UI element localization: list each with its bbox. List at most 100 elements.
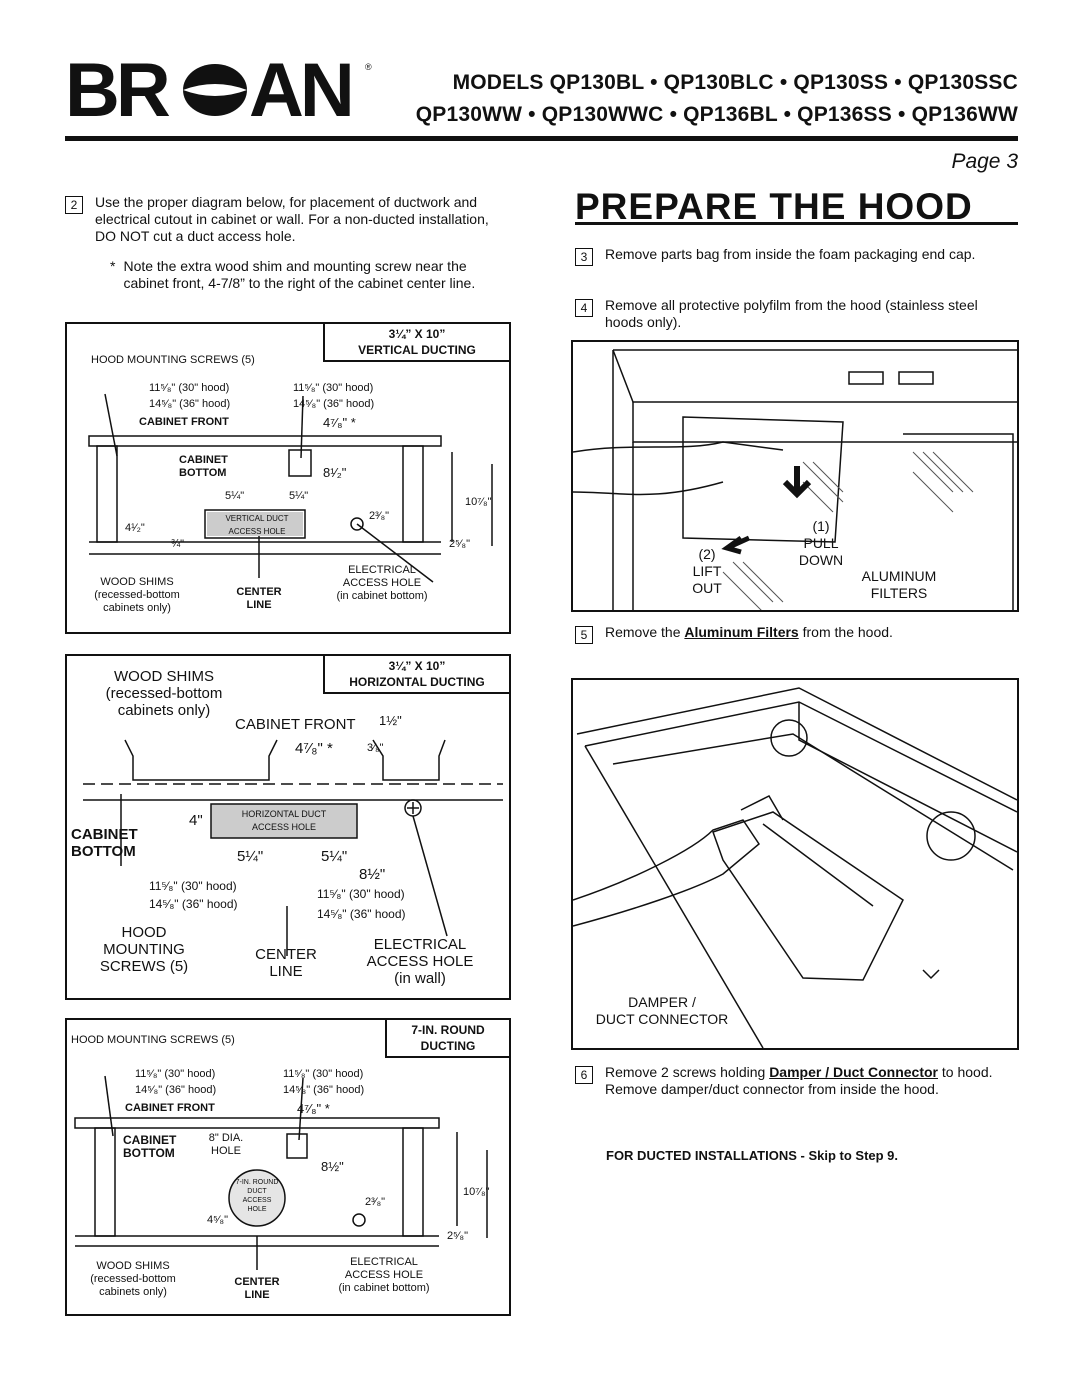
lift-out-label: (2) LIFT OUT xyxy=(677,546,737,597)
duct-type: DUCTING xyxy=(420,1039,476,1053)
elec-1: ELECTRICAL xyxy=(350,1256,418,1268)
damper-connector-term: Damper / Duct Connector xyxy=(769,1064,938,1080)
dim-10-7-8: 10⁷⁄₈" xyxy=(463,1186,490,1198)
step-text: Remove the Aluminum Filters from the hoo… xyxy=(605,624,893,644)
shims-3: cabinets only) xyxy=(99,1286,167,1298)
dim-5-1-4-a: 5¼" xyxy=(225,490,245,502)
label-2: (2) xyxy=(698,546,716,562)
label-lift: LIFT xyxy=(692,563,722,579)
shims-1: WOOD SHIMS xyxy=(100,576,174,588)
step-2: 2 Use the proper diagram below, for plac… xyxy=(65,194,505,245)
section-title: PREPARE THE HOOD xyxy=(575,186,973,227)
shims-2: (recessed-bottom xyxy=(94,589,180,601)
dia-hole-label: 8" DIA. HOLE xyxy=(201,1132,251,1158)
center-1: CENTER xyxy=(234,1276,280,1288)
ducted-installations-note: FOR DUCTED INSTALLATIONS - Skip to Step … xyxy=(606,1148,899,1163)
page-number: Page 3 xyxy=(951,150,1018,173)
wood-shims-label: WOOD SHIMS (recessed-bottom cabinets onl… xyxy=(89,668,239,719)
center-line-label: CENTER LINE xyxy=(227,1276,287,1302)
center-1: CENTER xyxy=(236,586,282,598)
dim-2-5-8: 2⁵⁄₈" xyxy=(449,538,470,550)
duct-type: HORIZONTAL DUCTING xyxy=(349,675,485,689)
dia-2: HOLE xyxy=(211,1145,241,1157)
dim-4: 4" xyxy=(189,812,203,829)
dim-36-hood-right: 14⁵⁄₈" (36" hood) xyxy=(293,398,375,410)
vertical-ducting-diagram: 3¼” X 10” VERTICAL DUCTING HOOD MOUNTING… xyxy=(65,322,511,634)
dim-36-hood-right: 14⁵⁄₈" (36" hood) xyxy=(317,907,406,921)
svg-text:®: ® xyxy=(365,62,372,72)
dim-5-1-4-b: 5¼" xyxy=(321,848,348,865)
note-text: Note the extra wood shim and mounting sc… xyxy=(123,258,476,291)
svg-text:BR: BR xyxy=(65,56,170,133)
dim-5-1-4-b: 5¼" xyxy=(289,490,309,502)
horizontal-ducting-diagram: 3¼” X 10” HORIZONTAL DUCTING WOOD SHIMS … xyxy=(65,654,511,1000)
center-2: LINE xyxy=(246,599,272,611)
elec-3: (in wall) xyxy=(394,970,446,987)
label-aluminum: ALUMINUM xyxy=(861,568,937,584)
elec-2: ACCESS HOLE xyxy=(366,953,474,970)
screws-label: HOOD MOUNTING SCREWS (5) xyxy=(71,1034,235,1046)
dim-3-4: ¾" xyxy=(171,538,185,550)
elec-3: (in cabinet bottom) xyxy=(336,590,428,602)
center-2: LINE xyxy=(269,963,303,980)
shims-2: (recessed-bottom xyxy=(90,1273,176,1285)
shim-offset-dim: 4⁷⁄₈" * xyxy=(323,415,356,430)
damper-drawing xyxy=(573,687,1017,1048)
text-pre: Remove 2 screws holding xyxy=(605,1064,770,1080)
cabinet-2: BOTTOM xyxy=(71,843,136,860)
label-filters: FILTERS xyxy=(870,585,928,601)
dim-36-hood-left: 14⁵⁄₈" (36" hood) xyxy=(149,398,231,410)
round-hole-label: 7-IN. ROUND DUCT ACCESS HOLE xyxy=(231,1178,283,1214)
elec-2: ACCESS HOLE xyxy=(342,577,422,589)
label-out: OUT xyxy=(692,580,722,596)
elec-3: (in cabinet bottom) xyxy=(338,1282,430,1294)
dim-30-hood-right: 11⁵⁄₈" (30" hood) xyxy=(293,382,374,394)
screws-label: HOOD MOUNTING SCREWS (5) xyxy=(91,354,255,366)
center-line-label: CENTER LINE xyxy=(249,946,323,980)
vertical-ducting-drawing xyxy=(88,393,493,583)
dim-30-hood-right: 11⁵⁄₈" (30" hood) xyxy=(317,887,405,901)
duct-type: VERTICAL DUCTING xyxy=(358,343,476,357)
label-duct-connector: DUCT CONNECTOR xyxy=(595,1011,729,1027)
shims-1: WOOD SHIMS xyxy=(114,668,214,685)
round-1: 7-IN. ROUND xyxy=(235,1179,279,1186)
round-3: ACCESS xyxy=(242,1197,272,1204)
step-number: 3 xyxy=(575,248,593,266)
center-1: CENTER xyxy=(255,946,317,963)
dim-8-1-2: 8½" xyxy=(359,866,386,883)
duct-size: 7-IN. ROUND xyxy=(411,1023,485,1037)
electrical-hole-label: ELECTRICAL ACCESS HOLE (in wall) xyxy=(345,936,495,987)
duct-hole-label: VERTICAL DUCT ACCESS HOLE xyxy=(213,512,301,538)
wood-shims-label: WOOD SHIMS (recessed-bottom cabinets onl… xyxy=(71,1260,195,1299)
cabinet-bottom-label-2: BOTTOM xyxy=(179,467,227,479)
dia-1: 8" DIA. xyxy=(208,1132,244,1144)
cabinet-bottom-label: CABINET BOTTOM xyxy=(123,1134,176,1160)
diagram-header: 7-IN. ROUND DUCTING xyxy=(385,1020,509,1058)
dim-10-7-8: 10⁷⁄₈" xyxy=(465,496,492,508)
label-pull: PULL xyxy=(803,535,839,551)
step-text: Remove 2 screws holding Damper / Duct Co… xyxy=(605,1064,1015,1098)
dim-2-3-8: 2³⁄₈" xyxy=(369,510,390,522)
cabinet-front-label: CABINET FRONT xyxy=(139,416,229,428)
step-number: 5 xyxy=(575,626,593,644)
step-number: 2 xyxy=(65,196,83,214)
dim-3-8: 3⁄₈" xyxy=(367,742,384,754)
round-ducting-drawing xyxy=(74,1075,488,1270)
dim-1-1-2: 1½" xyxy=(379,713,402,728)
hood-3: SCREWS (5) xyxy=(99,958,189,975)
header-rule xyxy=(65,136,1018,141)
hole-label-2: ACCESS HOLE xyxy=(228,527,286,536)
cabinet-front-label: CABINET FRONT xyxy=(125,1102,215,1114)
round-4: HOLE xyxy=(247,1206,267,1213)
dim-30-hood-left: 11⁵⁄₈" (30" hood) xyxy=(135,1068,216,1080)
dim-30-hood-left: 11⁵⁄₈" (30" hood) xyxy=(149,382,230,394)
text-post: to hood. Remove damper/duct connector fr… xyxy=(605,1064,993,1097)
svg-text:AN: AN xyxy=(249,56,351,133)
aluminum-filters-term: Aluminum Filters xyxy=(684,624,799,640)
cabinet-front-label: CABINET FRONT xyxy=(235,716,356,733)
dim-5-1-4-a: 5¼" xyxy=(237,848,264,865)
aluminum-filters-label: ALUMINUM FILTERS xyxy=(849,568,949,602)
hole-label-2: ACCESS HOLE xyxy=(251,822,317,832)
dim-36-hood-left: 14⁵⁄₈" (36" hood) xyxy=(135,1084,217,1096)
shim-note: * Note the extra wood shim and mounting … xyxy=(110,258,505,292)
